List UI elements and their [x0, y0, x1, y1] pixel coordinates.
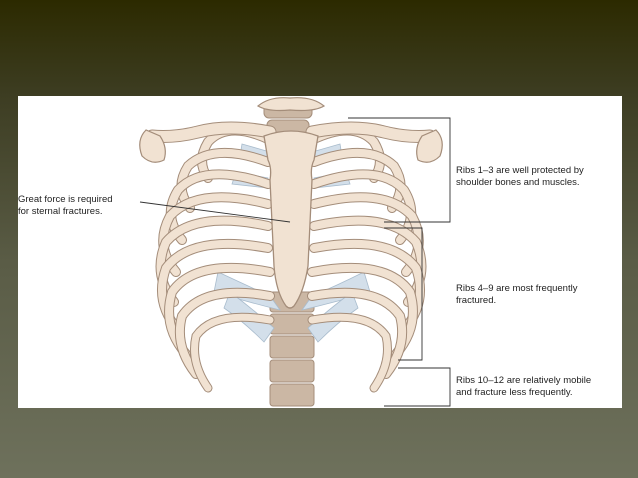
vertebra	[269, 313, 315, 335]
right-scapula	[416, 129, 443, 163]
sternum-leader-line	[139, 201, 291, 223]
rib	[308, 263, 417, 358]
rib	[308, 313, 391, 392]
ribs-10-12-annotation: Ribs 10–12 are relatively mobile and fra…	[456, 375, 591, 399]
ribs-1-3-annotation-line2: shoulder bones and muscles.	[456, 177, 580, 188]
sternum	[263, 130, 319, 309]
rib	[191, 313, 274, 392]
rib	[177, 149, 272, 212]
ribs-1-3-annotation: Ribs 1–3 are well protected by shoulder …	[456, 165, 584, 189]
sternum-annotation-line1: Great force is required	[18, 194, 113, 205]
sternum-annotation: Great force is required for sternal frac…	[18, 194, 113, 218]
leader-lines	[139, 117, 451, 407]
rib	[165, 263, 274, 358]
ribs-10-12-annotation-line1: Ribs 10–12 are relatively mobile	[456, 375, 592, 386]
neck-vertebra	[256, 97, 326, 112]
ribs-4-9-annotation-line2: fractured.	[456, 295, 497, 306]
left-scapula	[139, 129, 166, 163]
right-clavicle	[306, 122, 436, 142]
ribs-1-3-bracket	[348, 117, 451, 223]
vertebra	[269, 383, 315, 407]
sternum-annotation-line2: for sternal fractures.	[18, 206, 103, 217]
left-clavicle	[146, 122, 276, 142]
diagram-panel: Great force is required for sternal frac…	[18, 96, 622, 408]
ribs-10-12-bracket	[384, 367, 451, 407]
clavicles	[145, 121, 437, 143]
rib	[310, 149, 405, 212]
ribs-4-9-annotation: Ribs 4–9 are most frequently fractured.	[456, 283, 577, 307]
left-ribs	[155, 125, 275, 393]
rib-cage-illustration	[139, 97, 451, 407]
right-ribs	[307, 125, 427, 393]
vertebra	[269, 359, 315, 383]
rib	[167, 170, 272, 244]
ribs-1-3-annotation-line1: Ribs 1–3 are well protected by	[456, 165, 584, 176]
ribs-4-9-annotation-line1: Ribs 4–9 are most frequently	[456, 283, 578, 294]
rib	[310, 170, 415, 244]
rib	[175, 288, 274, 378]
rib	[308, 288, 407, 378]
ribs-4-9-bracket	[384, 227, 423, 361]
ribs-10-12-annotation-line2: and fracture less frequently.	[456, 387, 573, 398]
vertebra	[269, 335, 315, 359]
